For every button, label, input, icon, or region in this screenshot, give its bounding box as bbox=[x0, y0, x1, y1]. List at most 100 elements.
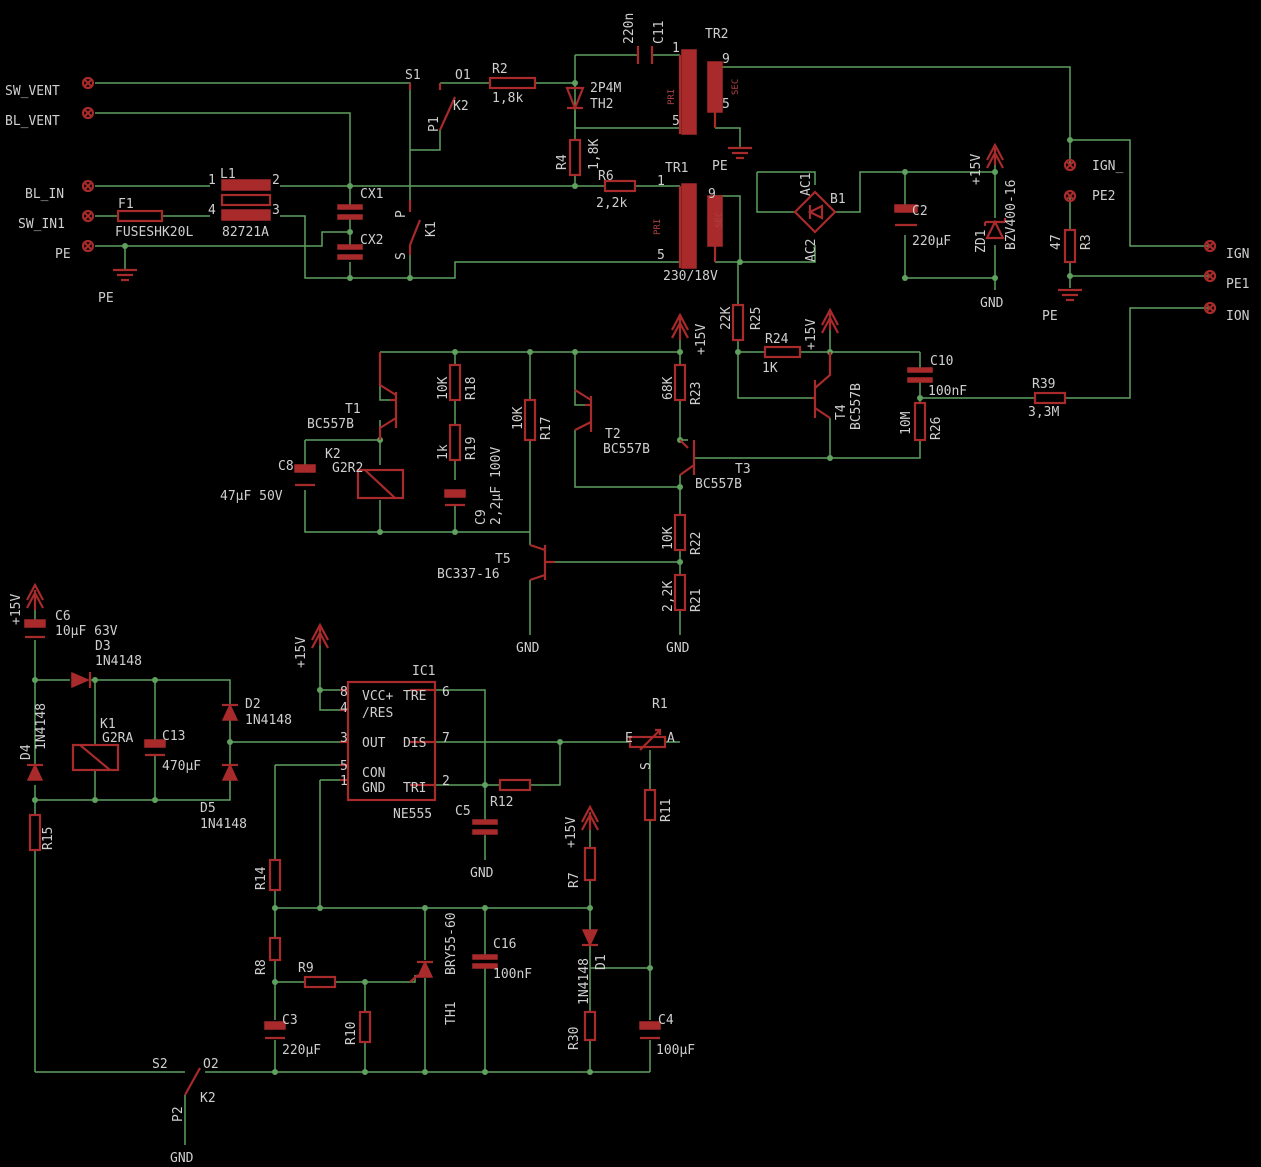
r21-resistor bbox=[673, 573, 687, 612]
supply-15v-r23 bbox=[671, 312, 689, 340]
label-pe2: PE2 bbox=[1092, 189, 1115, 204]
label-d4: D4 bbox=[19, 744, 34, 760]
r25-resistor bbox=[731, 303, 745, 342]
label-tr1-pin1: 1 bbox=[657, 174, 665, 189]
label-c4-val: 100μF bbox=[656, 1043, 695, 1058]
label-pin5: 5 bbox=[340, 759, 348, 774]
label-c8: C8 bbox=[278, 459, 294, 474]
label-ign-: IGN_ bbox=[1092, 159, 1123, 174]
r9-resistor bbox=[303, 975, 337, 989]
label-c6-val: 10μF 63V bbox=[55, 624, 118, 639]
earth-pe-tr2 bbox=[728, 146, 752, 160]
label-pe: PE bbox=[55, 247, 71, 262]
label-pin6: 6 bbox=[442, 685, 450, 700]
c13-capacitor bbox=[144, 739, 166, 748]
tr1-transformer bbox=[678, 183, 723, 269]
label-gnd-t5: GND bbox=[516, 641, 540, 656]
label-r22: R22 bbox=[689, 532, 704, 555]
pad-pe2 bbox=[1063, 189, 1077, 203]
label-con: CON bbox=[362, 766, 385, 781]
label-k1-p: P bbox=[394, 210, 409, 218]
label-c2: C2 bbox=[912, 204, 928, 219]
label-r23-val: 68K bbox=[661, 376, 676, 400]
label-k2-top: K2 bbox=[453, 99, 469, 114]
junctions bbox=[32, 80, 1073, 1075]
label-l1: L1 bbox=[220, 167, 236, 182]
k1-coil bbox=[71, 743, 120, 772]
label-r1-e: E bbox=[625, 731, 633, 746]
label-r21: R21 bbox=[689, 589, 704, 612]
label-c2-val: 220μF bbox=[912, 234, 951, 249]
label-r25: R25 bbox=[749, 307, 764, 330]
label-c11: C11 bbox=[652, 21, 667, 44]
r26-resistor bbox=[913, 401, 927, 442]
r11-resistor bbox=[643, 788, 657, 822]
label-r19-val: 1k bbox=[436, 444, 451, 460]
tr2-transformer bbox=[678, 49, 723, 135]
r19-resistor bbox=[448, 423, 462, 462]
labels: SW_VENT BL_VENT BL_IN SW_IN1 PE PE IGN_ … bbox=[5, 13, 1249, 1166]
label-p2: P2 bbox=[171, 1106, 186, 1122]
r17-resistor bbox=[523, 398, 537, 442]
c2-capacitor bbox=[894, 204, 918, 213]
label-r26-val: 10M bbox=[899, 411, 914, 435]
c4-capacitor bbox=[639, 1021, 661, 1030]
label-bl-in: BL_IN bbox=[25, 187, 64, 202]
label-tr1-sec: SEC bbox=[715, 212, 725, 228]
label-cx1: CX1 bbox=[360, 187, 383, 202]
label-r22-val: 10K bbox=[661, 526, 676, 550]
label-f1: F1 bbox=[118, 197, 134, 212]
supply-15v-r7 bbox=[581, 804, 599, 831]
earth-pe3 bbox=[1058, 288, 1082, 302]
wires bbox=[34, 54, 1210, 1145]
label-k2-coil: K2 bbox=[325, 447, 341, 462]
label-t5: T5 bbox=[495, 552, 511, 567]
r15-resistor bbox=[28, 813, 42, 852]
label-c6: C6 bbox=[55, 609, 71, 624]
k1-contact bbox=[408, 200, 422, 255]
label-o1: O1 bbox=[455, 68, 471, 83]
l1-choke bbox=[220, 179, 272, 221]
label-gnd-k2: GND bbox=[170, 1151, 194, 1166]
label-c5: C5 bbox=[455, 804, 471, 819]
r18-resistor bbox=[448, 363, 462, 402]
label-ic1: IC1 bbox=[412, 664, 435, 679]
label-r3: R3 bbox=[1079, 234, 1094, 250]
d5-diode bbox=[221, 763, 239, 781]
label-t5-val: BC337-16 bbox=[437, 567, 500, 582]
label-l1-pin1: 1 bbox=[208, 173, 216, 188]
zd1-zener bbox=[983, 218, 1007, 240]
label-r6: R6 bbox=[598, 169, 614, 184]
label-t1: T1 bbox=[345, 402, 361, 417]
label-gnd-pin: GND bbox=[362, 781, 386, 796]
label-r1-a: A bbox=[667, 731, 675, 746]
label-r12: R12 bbox=[490, 795, 513, 810]
label-r26: R26 bbox=[929, 417, 944, 440]
label-tr2-sec: SEC bbox=[731, 79, 741, 95]
label-th1: TH1 bbox=[444, 1002, 459, 1025]
label-pe1: PE1 bbox=[1226, 277, 1249, 292]
r4-resistor bbox=[568, 138, 582, 177]
pad-pe1 bbox=[1203, 269, 1217, 283]
label-k1-s: S bbox=[394, 252, 409, 260]
label-ign: IGN bbox=[1226, 247, 1249, 262]
d4-diode bbox=[26, 763, 44, 781]
label-r21-val: 2,2K bbox=[661, 581, 676, 612]
r14-resistor bbox=[268, 858, 282, 892]
supply-15v-ic1 bbox=[311, 622, 329, 649]
label-r11: R11 bbox=[659, 799, 674, 822]
connector-pads bbox=[81, 76, 1217, 315]
th2-varistor bbox=[565, 86, 585, 111]
label-tr-val: 230/18V bbox=[663, 269, 718, 284]
c11-capacitor bbox=[636, 46, 654, 64]
label-ic1-val: NE555 bbox=[393, 807, 432, 822]
label-tri: TRI bbox=[403, 781, 426, 796]
k2-contact-bottom bbox=[184, 1067, 201, 1096]
supply-15v-t4 bbox=[821, 307, 839, 334]
label-p15v-c6: +15V bbox=[9, 594, 24, 625]
r7-resistor bbox=[583, 846, 597, 882]
pad-bl-vent bbox=[81, 106, 95, 120]
label-d1: D1 bbox=[594, 954, 609, 970]
k2-contact-top bbox=[408, 83, 457, 131]
r10-resistor bbox=[358, 1010, 372, 1044]
